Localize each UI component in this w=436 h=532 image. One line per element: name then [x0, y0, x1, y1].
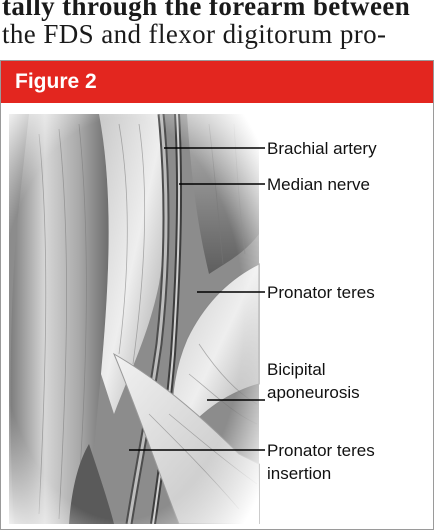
label-insertion: insertion — [267, 464, 331, 483]
anatomical-illustration: Brachial artery Median nerve Pronator te… — [9, 114, 377, 524]
label-aponeurosis: aponeurosis — [267, 383, 360, 402]
label-median-nerve: Median nerve — [267, 175, 370, 194]
leader-lines — [129, 147, 265, 451]
label-pronator-teres: Pronator teres — [267, 283, 375, 302]
figure-title: Figure 2 — [1, 61, 433, 103]
body-text-line-1: tally through the forearm between — [2, 0, 411, 21]
label-brachial-artery: Brachial artery — [267, 139, 377, 158]
body-text-line-2: the FDS and flexor digitorum pro- — [2, 19, 387, 49]
figure-panel: Figure 2 — [0, 60, 434, 530]
label-bicipital: Bicipital — [267, 360, 326, 379]
label-pronator-teres-insertion: Pronator teres — [267, 441, 375, 460]
